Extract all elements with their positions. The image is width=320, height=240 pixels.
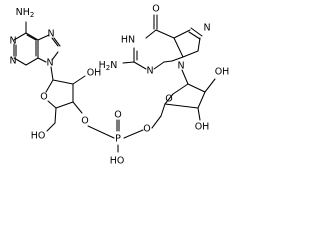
- guanine-n7-label: N: [203, 23, 210, 34]
- cyclic-dinucleotide-structure: NH2 N N N N OH O O HO O HN N N N H2N O O…: [9, 4, 229, 167]
- guanine-n3-label: N: [146, 66, 153, 77]
- adenosine-ring-oxygen-label: O: [40, 92, 47, 103]
- adenine-n1-label: N: [9, 36, 16, 47]
- guanine-carbonyl-oxygen-label: O: [152, 4, 159, 15]
- guanosine-3-oh-label: OH: [195, 122, 210, 133]
- adenine-amino-label: NH2: [16, 7, 35, 20]
- atom-labels: NH2 N N N N OH O O HO O HN N N N H2N O O…: [9, 4, 229, 167]
- guanosine-2-oh-label: OH: [215, 67, 230, 78]
- adenosine-3-oxygen-label: O: [81, 116, 88, 127]
- guanine-hn1-label: HN: [121, 35, 135, 46]
- adenine-n3-label: N: [9, 56, 16, 67]
- bond-lines: [13, 14, 216, 153]
- adenine-n7-label: N: [47, 29, 54, 40]
- phosphate-hydroxyl-label: HO: [110, 156, 125, 167]
- adenine-n9-label: N: [46, 58, 53, 69]
- phosphorus-label: P: [115, 134, 121, 145]
- guanine-amino-label: H2N: [99, 60, 118, 73]
- adenosine-5-hydroxyl-label: HO: [31, 131, 46, 142]
- phosphate-double-bond-oxygen-label: O: [114, 110, 121, 121]
- phosphate-ester-oxygen-label: O: [143, 124, 150, 135]
- guanine-n9-label: N: [177, 61, 184, 72]
- adenosine-2-oh-label: OH: [87, 68, 102, 79]
- guanosine-ring-oxygen-label: O: [165, 94, 172, 105]
